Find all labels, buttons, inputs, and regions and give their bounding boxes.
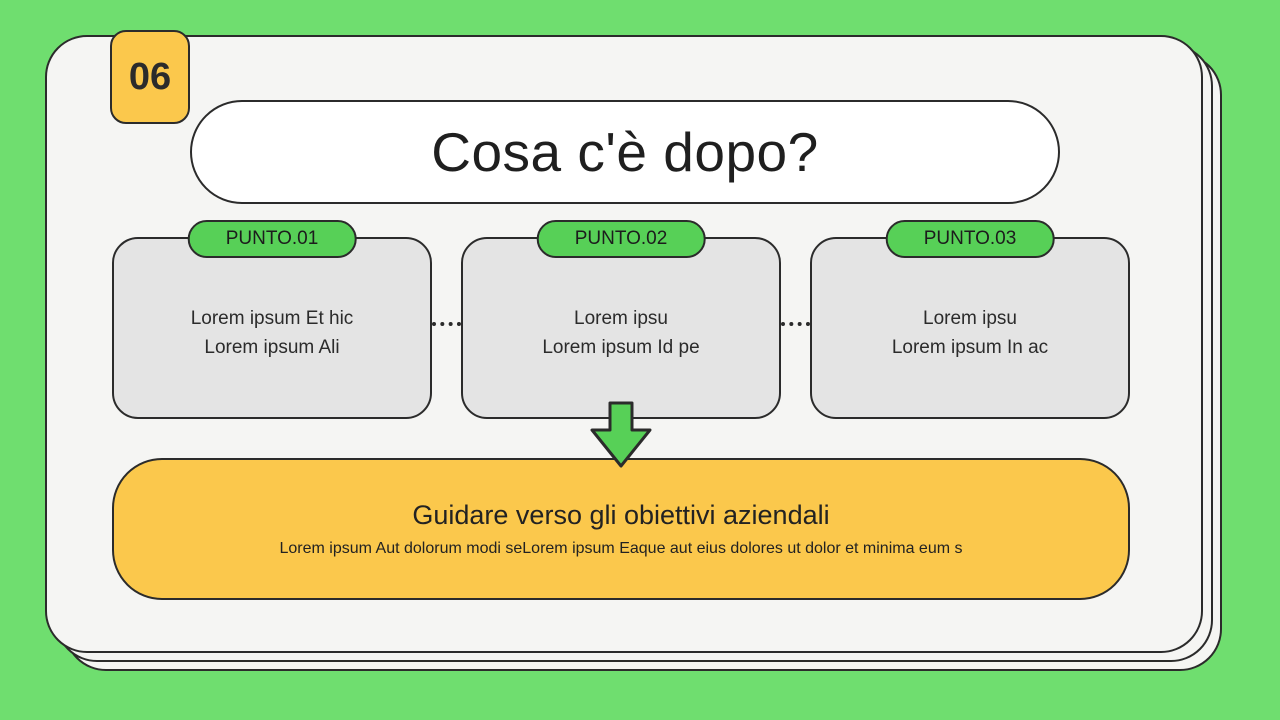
point-card-2: PUNTO.02 Lorem ipsu Lorem ipsum Id pe [461,220,781,419]
point-text: Lorem ipsu Lorem ipsum In ac [812,304,1128,362]
goal-title: Guidare verso gli obiettivi aziendali [412,500,830,530]
points-row: PUNTO.01 Lorem ipsum Et hic Lorem ipsum … [112,220,1130,419]
point-label-pill: PUNTO.02 [536,220,706,258]
point-label: PUNTO.03 [923,228,1017,249]
goal-banner: Guidare verso gli obiettivi aziendali Lo… [112,458,1130,600]
goal-subtitle: Lorem ipsum Aut dolorum modi seLorem ips… [279,540,963,557]
point-text-line: Lorem ipsum Id pe [542,337,700,359]
point-label: PUNTO.02 [574,228,668,249]
title-pill: Cosa c'è dopo? [190,100,1060,204]
page-number-badge: 06 [110,30,190,124]
point-label: PUNTO.01 [225,228,319,249]
dotted-connector [781,322,810,326]
point-text: Lorem ipsum Et hic Lorem ipsum Ali [114,304,430,362]
point-text-line: Lorem ipsu [923,308,1017,330]
point-text-line: Lorem ipsum In ac [891,337,1049,359]
dotted-connector [432,322,461,326]
point-text: Lorem ipsu Lorem ipsum Id pe [463,304,779,362]
point-text-line: Lorem ipsum Et hic [190,308,354,330]
point-text-line: Lorem ipsu [574,308,668,330]
point-text-line: Lorem ipsum Ali [204,337,340,359]
point-label-pill: PUNTO.01 [187,220,357,258]
down-arrow-icon [588,400,654,470]
point-label-pill: PUNTO.03 [885,220,1055,258]
page-number: 06 [128,55,172,98]
point-card-1: PUNTO.01 Lorem ipsum Et hic Lorem ipsum … [112,220,432,419]
point-card-3: PUNTO.03 Lorem ipsu Lorem ipsum In ac [810,220,1130,419]
page-title: Cosa c'è dopo? [431,121,819,183]
